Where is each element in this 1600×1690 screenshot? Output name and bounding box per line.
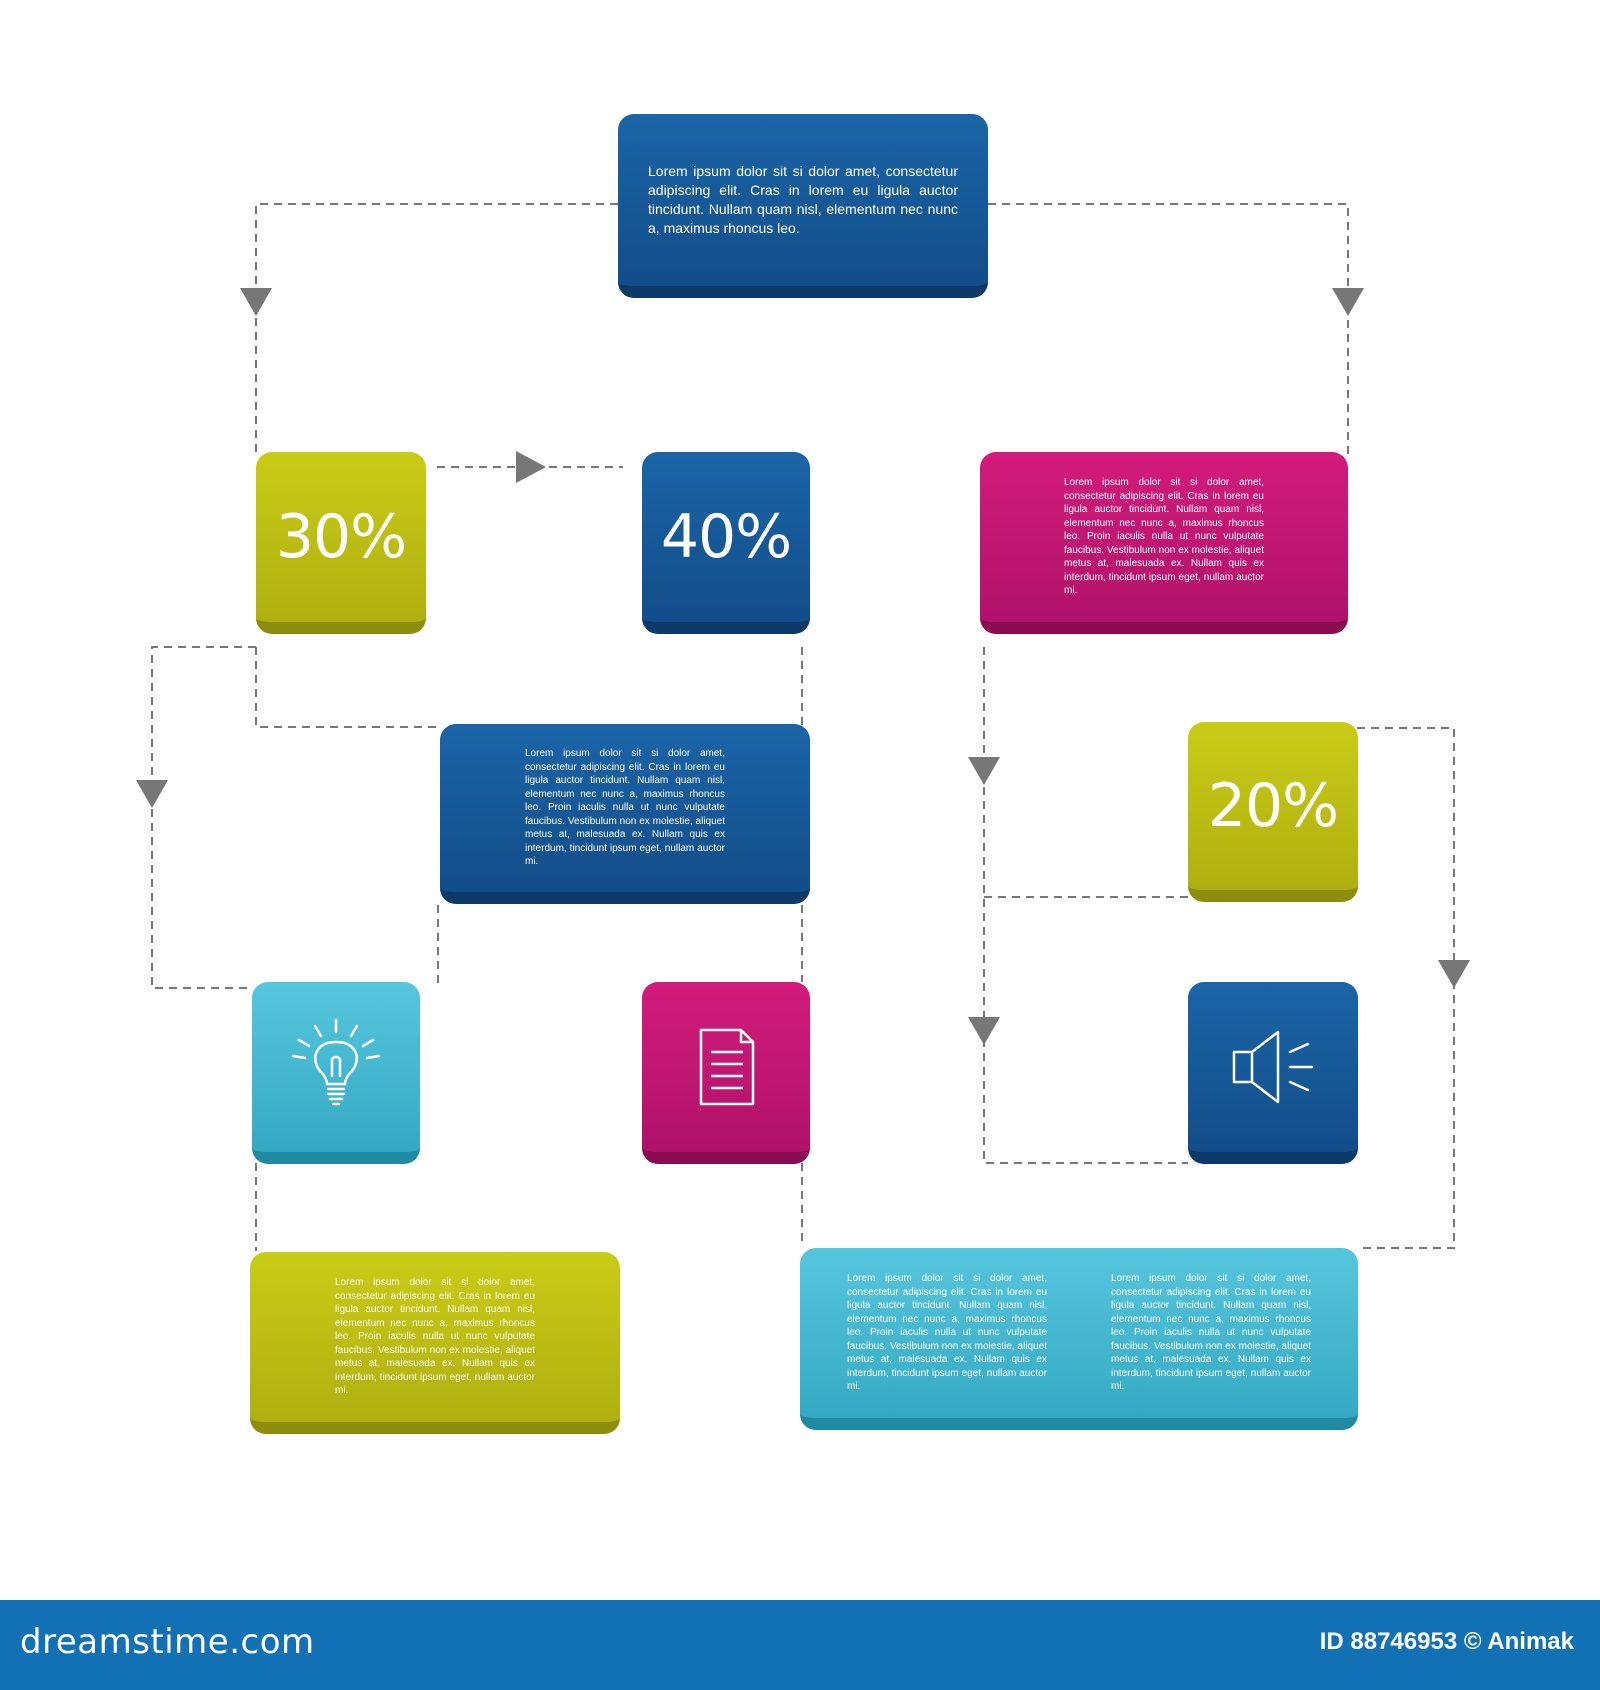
bottom-right-col2-text: Lorem ipsum dolor sit si dolor amet, con… xyxy=(1111,1273,1311,1393)
top-box-text: Lorem ipsum dolor sit si dolor amet, con… xyxy=(648,163,958,236)
bottom-left-text-box: Lorem ipsum dolor sit si dolor amet, con… xyxy=(250,1252,620,1434)
speaker-box xyxy=(1188,982,1358,1164)
footer-credit: ID 88746953 © Animak xyxy=(1319,1628,1574,1655)
percent-20-label: 20% xyxy=(1207,771,1339,841)
connector-lines xyxy=(136,203,1470,1251)
magenta-box-text: Lorem ipsum dolor sit si dolor amet, con… xyxy=(1064,477,1264,597)
bottom-right-col1-text: Lorem ipsum dolor sit si dolor amet, con… xyxy=(847,1273,1047,1393)
percent-40-box: 40% xyxy=(642,452,810,634)
percent-30-box: 30% xyxy=(256,452,426,634)
document-icon xyxy=(699,1028,755,1106)
bottom-right-text-box: Lorem ipsum dolor sit si dolor amet, con… xyxy=(800,1248,1358,1430)
bottom-left-box-text: Lorem ipsum dolor sit si dolor amet, con… xyxy=(335,1277,535,1397)
top-text-box: Lorem ipsum dolor sit si dolor amet, con… xyxy=(618,114,988,298)
percent-20-box: 20% xyxy=(1188,722,1358,902)
lightbulb-box xyxy=(252,982,420,1164)
footer-bar: dreamstime.com ID 88746953 © Animak xyxy=(0,1600,1600,1690)
speaker-icon xyxy=(1232,1030,1314,1104)
percent-40-label: 40% xyxy=(660,502,792,572)
middle-box-text: Lorem ipsum dolor sit si dolor amet, con… xyxy=(525,748,725,868)
magenta-text-box: Lorem ipsum dolor sit si dolor amet, con… xyxy=(980,452,1348,634)
percent-30-label: 30% xyxy=(275,502,407,572)
middle-text-box: Lorem ipsum dolor sit si dolor amet, con… xyxy=(440,724,810,904)
lightbulb-icon xyxy=(291,1018,381,1106)
bottom-right-columns: Lorem ipsum dolor sit si dolor amet, con… xyxy=(847,1272,1311,1394)
footer-brand[interactable]: dreamstime.com xyxy=(20,1622,315,1662)
document-box xyxy=(642,982,810,1164)
